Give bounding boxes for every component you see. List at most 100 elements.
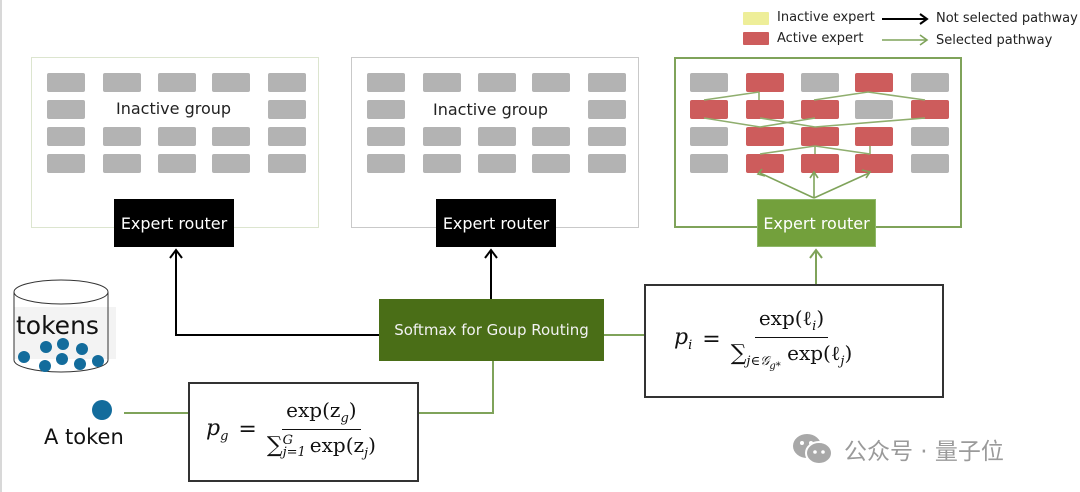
- inactive-expert: [367, 73, 405, 92]
- token-dot: [74, 358, 86, 370]
- inactive-expert: [212, 127, 250, 146]
- inactive-expert: [588, 127, 626, 146]
- expert-group-3-active: [674, 57, 962, 228]
- inactive-expert: [268, 127, 306, 146]
- inactive-expert: [423, 127, 461, 146]
- expert-router-2-label: Expert router: [442, 213, 550, 233]
- formula-denominator: ∑j∈𝒢g* exp(ℓj): [730, 341, 853, 372]
- inactive-expert: [532, 154, 570, 173]
- active-expert: [801, 100, 839, 119]
- expert-router-3[interactable]: Expert router: [757, 199, 876, 247]
- softmax-group-routing-box[interactable]: Softmax for Goup Routing: [379, 299, 604, 361]
- token-dot: [56, 353, 68, 365]
- inactive-expert: [532, 127, 570, 146]
- token-dot: [39, 360, 51, 372]
- watermark: 公众号 · 量子位: [790, 432, 1004, 466]
- legend-selected-label: Selected pathway: [936, 33, 1053, 48]
- active-expert: [855, 73, 893, 92]
- inactive-expert: [801, 73, 839, 92]
- inactive-expert: [47, 73, 85, 92]
- inactive-expert: [47, 154, 85, 173]
- active-expert: [746, 154, 784, 173]
- inactive-expert: [423, 73, 461, 92]
- inactive-expert: [478, 73, 516, 92]
- group-1-label: Inactive group: [116, 99, 232, 118]
- token-dots: [18, 338, 104, 372]
- legend-inactive-swatch: [743, 12, 769, 25]
- inactive-expert: [532, 73, 570, 92]
- legend-active-swatch: [743, 32, 769, 45]
- router-3-fanout: [756, 168, 872, 199]
- inactive-expert: [268, 73, 306, 92]
- inactive-expert: [268, 100, 306, 119]
- inactive-expert: [212, 154, 250, 173]
- active-expert: [855, 127, 893, 146]
- formula-numerator: exp(ℓi): [754, 306, 829, 338]
- active-expert: [855, 154, 893, 173]
- token-dot: [92, 355, 104, 367]
- inactive-expert: [367, 154, 405, 173]
- group-2-label: Inactive group: [433, 100, 549, 119]
- expert-router-1[interactable]: Expert router: [114, 199, 234, 247]
- inactive-expert: [158, 73, 196, 92]
- inactive-expert: [47, 127, 85, 146]
- active-expert: [911, 100, 949, 119]
- inactive-expert: [690, 73, 728, 92]
- inactive-expert: [588, 100, 626, 119]
- inactive-expert: [423, 154, 461, 173]
- inactive-expert: [911, 127, 949, 146]
- inactive-expert: [367, 100, 405, 119]
- single-token-dot: [92, 400, 112, 420]
- wechat-icon: [793, 434, 833, 465]
- formula-lhs: pg: [206, 415, 229, 444]
- inactive-expert: [690, 127, 728, 146]
- token-dot: [18, 351, 30, 363]
- tokens-database-icon: [13, 279, 116, 373]
- token-dot: [40, 341, 52, 353]
- inactive-expert: [268, 154, 306, 173]
- inactive-expert: [212, 73, 250, 92]
- softmax-label: Softmax for Goup Routing: [394, 321, 589, 339]
- legend-not-selected-label: Not selected pathway: [936, 11, 1078, 26]
- inactive-expert: [47, 100, 85, 119]
- expert-router-3-label: Expert router: [763, 213, 870, 233]
- inactive-expert: [158, 154, 196, 173]
- inactive-expert: [367, 127, 405, 146]
- pathway-group-formula-to-softmax: [419, 361, 494, 414]
- token-dot: [57, 338, 69, 350]
- inactive-expert: [103, 154, 141, 173]
- inactive-expert: [588, 154, 626, 173]
- inactive-expert: [690, 154, 728, 173]
- watermark-text: 公众号 · 量子位: [844, 439, 1004, 465]
- inactive-expert: [588, 73, 626, 92]
- formula-numerator: exp(zg): [282, 398, 361, 430]
- active-expert: [746, 127, 784, 146]
- inactive-expert: [158, 127, 196, 146]
- inactive-expert: [911, 154, 949, 173]
- legend-inactive-label: Inactive expert: [777, 10, 875, 25]
- left-edge-divider: [0, 0, 2, 492]
- active-expert: [746, 73, 784, 92]
- active-expert: [801, 127, 839, 146]
- inactive-expert: [855, 100, 893, 119]
- inactive-expert: [911, 73, 949, 92]
- expert-routing-formula: pi = exp(ℓi) ∑j∈𝒢g* exp(ℓj): [644, 284, 944, 398]
- formula-lhs: pi: [674, 325, 693, 353]
- legend-active-label: Active expert: [777, 31, 864, 46]
- expert-router-2[interactable]: Expert router: [436, 199, 556, 247]
- pathway-to-router-1: [175, 251, 379, 336]
- active-expert: [690, 100, 728, 119]
- inactive-expert: [103, 127, 141, 146]
- active-expert: [801, 154, 839, 173]
- inactive-expert: [478, 154, 516, 173]
- inactive-expert: [478, 127, 516, 146]
- tokens-label: tokens: [16, 311, 99, 340]
- token-dot: [76, 343, 88, 355]
- single-token-label: A token: [44, 425, 124, 449]
- expert-router-1-label: Expert router: [120, 213, 228, 233]
- active-group-pathways: [703, 91, 926, 155]
- active-expert: [746, 100, 784, 119]
